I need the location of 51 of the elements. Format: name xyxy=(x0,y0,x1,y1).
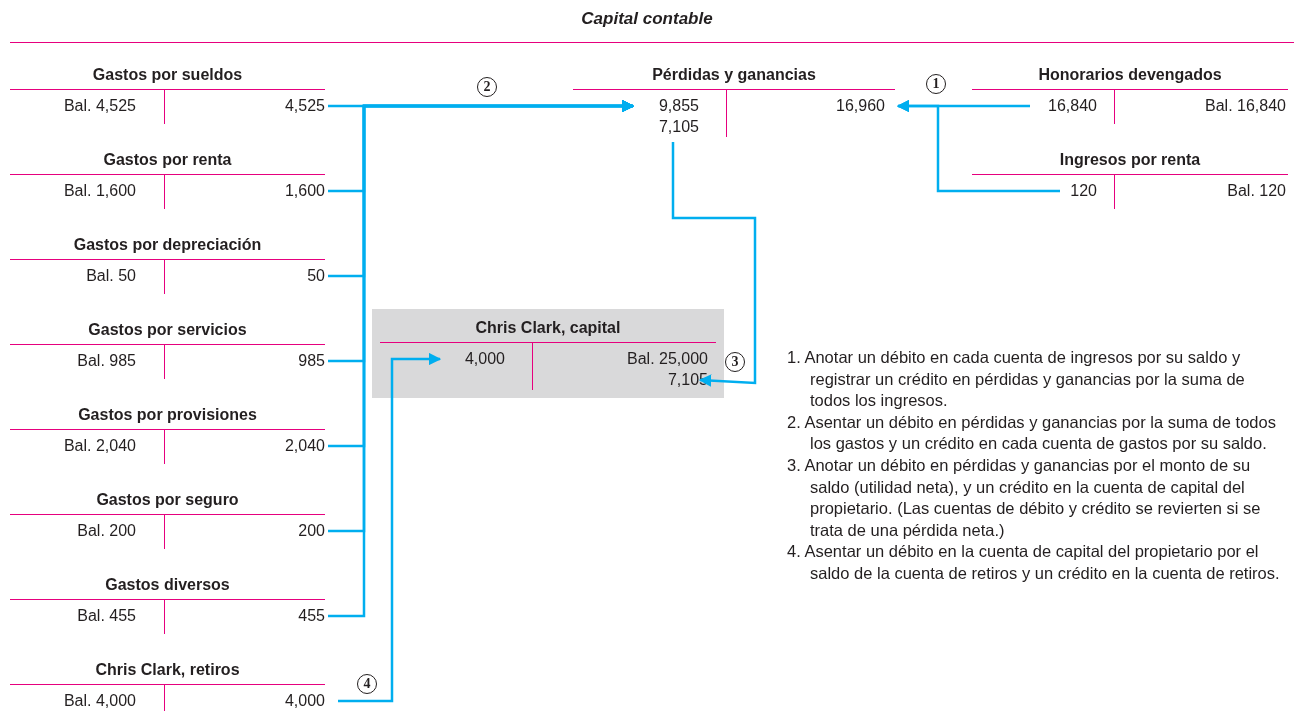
amount-entry: 16,840 xyxy=(1048,96,1097,116)
amount-entry: 2,040 xyxy=(284,436,325,456)
amount-entry: 1,600 xyxy=(284,181,325,201)
amount-entry: 4,000 xyxy=(284,691,325,711)
amount-entry: Bal. 16,840 xyxy=(1205,96,1286,116)
amount-entry: 455 xyxy=(298,606,325,626)
diagram-title: Capital contable xyxy=(580,9,714,29)
amount-entry: 4,000 xyxy=(464,349,505,369)
step-number-label: 4 xyxy=(357,674,377,694)
amount-entry: 9,855 xyxy=(658,96,699,116)
t-account xyxy=(372,309,724,398)
connector-arrow xyxy=(896,99,1060,193)
connector-arrow xyxy=(328,99,635,618)
amount-entry: 7,105 xyxy=(658,117,699,137)
amount-entry: Bal. 50 xyxy=(86,266,136,286)
account-title: Gastos por depreciación xyxy=(10,234,325,260)
account-title: Gastos por servicios xyxy=(10,319,325,345)
amount-entry: Bal. 1,600 xyxy=(63,181,136,201)
account-title: Chris Clark, retiros xyxy=(10,659,325,685)
instruction-note: 1. Anotar un débito en cada cuenta de ingresos por su saldo y registrar un crédito en pérdidas y ganancias por la suma de todos los ingresos. xyxy=(787,347,1246,412)
account-title: Pérdidas y ganancias xyxy=(573,64,895,90)
instruction-note: 3. Anotar un débito en pérdidas y ganancias por el monto de su saldo (utilidad neta), y un crédito en la cuenta de capital del propietario. (Las cuentas de débito y crédito se revierten si se trata de una pérdida neta.) xyxy=(787,454,1262,541)
account-title: Gastos por sueldos xyxy=(10,64,325,90)
step-number-label: 1 xyxy=(926,74,946,94)
amount-entry: Bal. 985 xyxy=(77,351,136,371)
account-title: Gastos por provisiones xyxy=(10,404,325,430)
account-title: Ingresos por renta xyxy=(972,149,1288,175)
amount-entry: 120 xyxy=(1070,181,1097,201)
amount-entry: 200 xyxy=(298,521,325,541)
amount-entry: 16,960 xyxy=(836,96,885,116)
step-number-label: 2 xyxy=(477,77,497,97)
amount-entry: 4,525 xyxy=(284,96,325,116)
amount-entry: Bal. 120 xyxy=(1227,181,1286,201)
amount-entry: 985 xyxy=(298,351,325,371)
amount-entry: Bal. 4,525 xyxy=(63,96,136,116)
amount-entry: Bal. 200 xyxy=(77,521,136,541)
account-title: Honorarios devengados xyxy=(972,64,1288,90)
instruction-note: 2. Asentar un débito en pérdidas y ganancias por la suma de todos los gastos y un crédito en cada cuenta de gastos por su saldo. xyxy=(787,411,1277,455)
connector-arrow xyxy=(338,352,442,703)
amount-entry: Bal. 2,040 xyxy=(63,436,136,456)
account-title: Gastos diversos xyxy=(10,574,325,600)
amount-entry: Bal. 25,000 xyxy=(627,349,708,369)
connector-arrow xyxy=(671,142,757,387)
account-title: Gastos por seguro xyxy=(10,489,325,515)
amount-entry: Bal. 4,000 xyxy=(63,691,136,711)
account-title: Gastos por renta xyxy=(10,149,325,175)
step-number-label: 3 xyxy=(725,352,745,372)
instruction-note: 4. Asentar un débito en la cuenta de capital del propietario por el saldo de la cuenta de retiros y un crédito en la cuenta de retiros. xyxy=(787,541,1281,584)
amount-entry: Bal. 455 xyxy=(77,606,136,626)
account-title: Chris Clark, capital xyxy=(380,317,716,343)
amount-entry: 50 xyxy=(307,266,325,286)
